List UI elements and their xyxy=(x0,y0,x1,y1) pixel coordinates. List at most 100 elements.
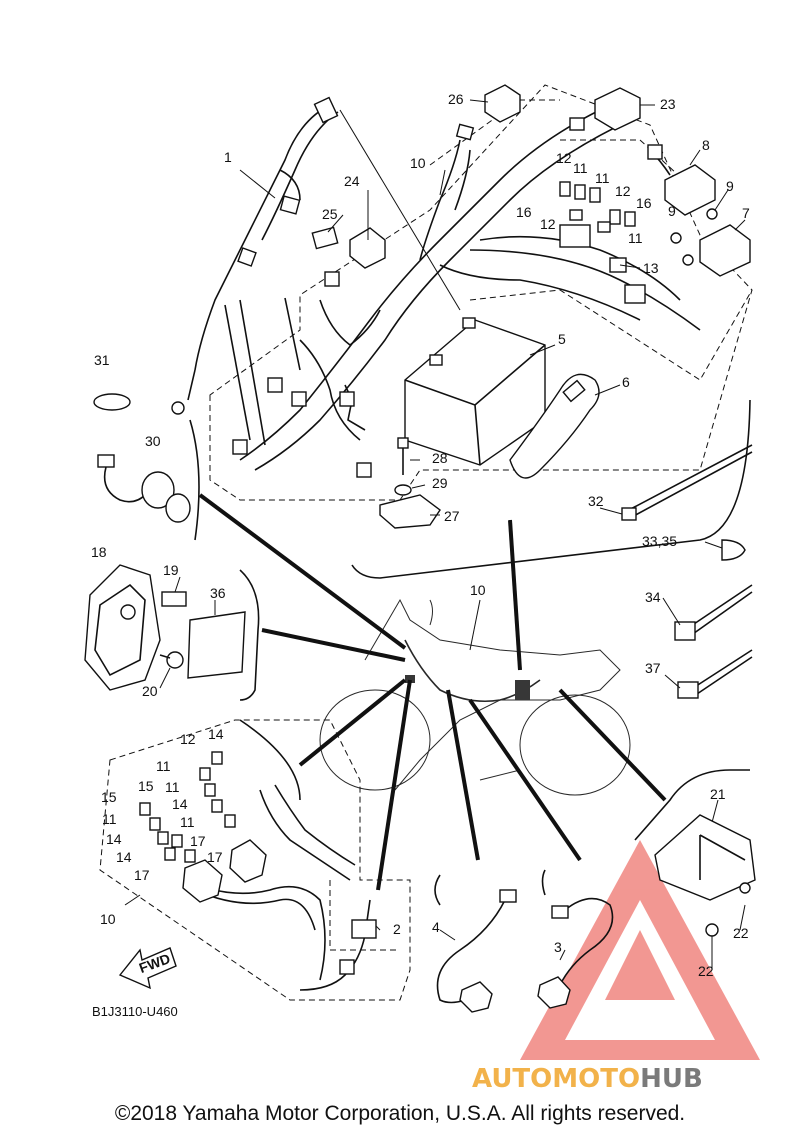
watermark-hub: HUB xyxy=(640,1064,703,1094)
callout-23: 23 xyxy=(660,96,676,112)
callout-16-a: 16 xyxy=(516,204,532,220)
leader-ecu xyxy=(261,628,406,662)
callout-17-b: 17 xyxy=(207,849,223,865)
left-top-boundary xyxy=(189,419,200,541)
bracket-19 xyxy=(161,591,187,607)
motorcycle-outline xyxy=(319,598,631,796)
callout-17-c: 17 xyxy=(134,867,150,883)
sub-frame-line xyxy=(329,880,400,951)
callout-14-d: 14 xyxy=(116,849,132,865)
callout-32: 32 xyxy=(588,493,604,509)
bracket xyxy=(379,494,441,529)
callout-9-b: 9 xyxy=(668,203,676,219)
callout-30: 30 xyxy=(145,433,161,449)
band-37 xyxy=(689,649,753,691)
callout-7: 7 xyxy=(742,205,750,221)
leader-21 xyxy=(558,688,667,802)
fuse-holder xyxy=(311,226,339,250)
callout-15-b: 15 xyxy=(138,778,154,794)
coupler xyxy=(484,84,521,123)
sub-harness xyxy=(139,751,356,981)
callout-1: 1 xyxy=(224,149,232,165)
callout-4: 4 xyxy=(432,919,440,935)
callout-14-c: 14 xyxy=(106,831,122,847)
leader-4 xyxy=(446,689,480,861)
callout-13: 13 xyxy=(643,260,659,276)
leader-harness xyxy=(298,678,407,767)
watermark-triangle-core xyxy=(605,930,675,1000)
wire-harness xyxy=(171,96,701,478)
callout-16-b: 16 xyxy=(636,195,652,211)
fuse-assy xyxy=(349,227,386,269)
screw-20 xyxy=(159,651,184,669)
callout-14-a: 14 xyxy=(208,726,224,742)
callout-12-d: 12 xyxy=(180,731,196,747)
fuse-box xyxy=(594,87,641,131)
callout-28: 28 xyxy=(432,450,448,466)
callout-27: 27 xyxy=(444,508,460,524)
callout-11-e: 11 xyxy=(165,779,180,795)
callout-31: 31 xyxy=(94,352,110,368)
leader-30 xyxy=(198,493,407,650)
callout-26: 26 xyxy=(448,91,464,107)
callout-11-d: 11 xyxy=(156,758,171,774)
grommet xyxy=(93,393,131,411)
callout-2: 2 xyxy=(393,921,401,937)
copyright-notice: ©2018 Yamaha Motor Corporation, U.S.A. A… xyxy=(114,1102,686,1125)
callout-25: 25 xyxy=(322,206,338,222)
diagram-code: B1J3110-U460 xyxy=(92,1004,178,1019)
watermark-moto: MOTO xyxy=(552,1064,640,1094)
callout-6: 6 xyxy=(622,374,630,390)
callout-3: 3 xyxy=(554,939,562,955)
watermark-auto: AUTO xyxy=(472,1064,552,1094)
sensor-3 xyxy=(537,897,614,1009)
frame-line-c xyxy=(469,289,753,381)
sensor-4 xyxy=(436,889,517,1013)
callout-18: 18 xyxy=(91,544,107,560)
callout-19: 19 xyxy=(163,562,179,578)
callout-22-b: 22 xyxy=(698,963,714,979)
callout-14-b: 14 xyxy=(172,796,188,812)
sensor-4-boundary xyxy=(434,874,441,906)
connector-cluster xyxy=(559,181,646,304)
relay xyxy=(664,164,716,216)
callout-10-b: 10 xyxy=(470,582,486,598)
ecu-21 xyxy=(654,814,756,937)
callout-9-a: 9 xyxy=(726,178,734,194)
callout-12-a: 12 xyxy=(556,150,572,166)
sensor-2 xyxy=(299,899,377,991)
callout-29: 29 xyxy=(432,475,448,491)
ecu-cover xyxy=(84,564,161,691)
sensor-3-boundary xyxy=(541,869,546,896)
top-group-boundary xyxy=(351,399,751,579)
bolt xyxy=(397,437,409,475)
ecu-21-boundary xyxy=(634,769,750,841)
callout-5: 5 xyxy=(558,331,566,347)
callout-17-a: 17 xyxy=(190,833,206,849)
watermark-text: AUTOMOTOHUB xyxy=(472,1064,703,1094)
fwd-arrow: FWD xyxy=(118,947,177,990)
cable-tie xyxy=(624,444,753,513)
callout-11-g: 11 xyxy=(102,811,117,827)
leader-top xyxy=(508,519,522,671)
callout-10-c: 10 xyxy=(100,911,116,927)
callout-34: 34 xyxy=(645,589,661,605)
callout-12-c: 12 xyxy=(540,216,556,232)
callout-24: 24 xyxy=(344,173,360,189)
callout-10-a: 10 xyxy=(410,155,426,171)
sub-boundary xyxy=(239,719,301,801)
callout-11-b: 11 xyxy=(595,170,610,186)
dc-socket xyxy=(97,454,191,523)
callout-33-35: 33,35 xyxy=(642,533,677,549)
washer xyxy=(394,484,412,496)
callout-22-a: 22 xyxy=(733,925,749,941)
ecu-unit xyxy=(187,611,246,679)
callout-11-c: 11 xyxy=(628,230,643,246)
band-34 xyxy=(684,584,753,631)
callout-36: 36 xyxy=(210,585,226,601)
watermark-logo xyxy=(520,840,760,1060)
callout-15-a: 15 xyxy=(101,789,117,805)
callout-12-b: 12 xyxy=(615,183,631,199)
leader-3 xyxy=(468,698,582,862)
